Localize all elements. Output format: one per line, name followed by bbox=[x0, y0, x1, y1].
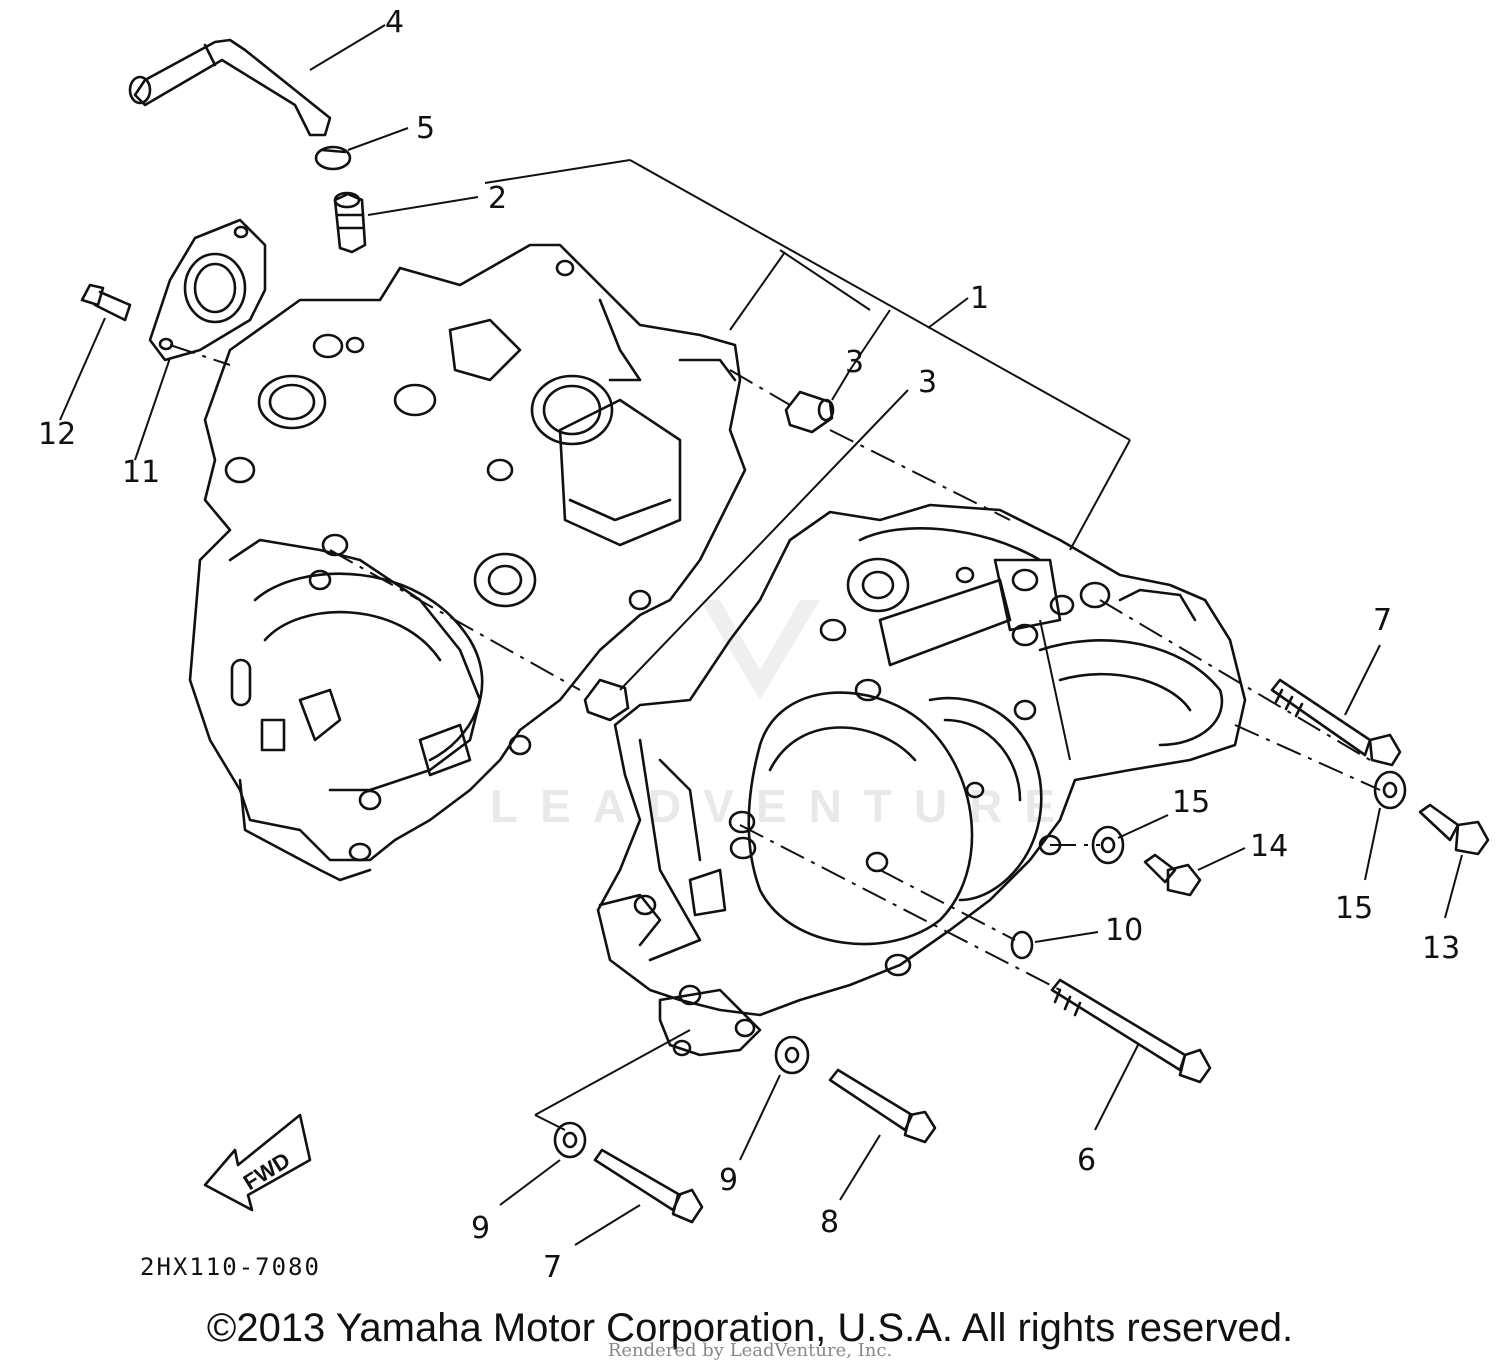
fwd-label: FWD bbox=[239, 1147, 295, 1195]
o-ring-10 bbox=[1010, 930, 1034, 960]
left-crankcase bbox=[188, 243, 747, 882]
bolt-8 bbox=[828, 1068, 937, 1144]
callout-14: 14 bbox=[1250, 829, 1288, 864]
callout-3-lower: 3 bbox=[918, 365, 937, 400]
callout-13: 13 bbox=[1422, 931, 1460, 966]
alignment-lines bbox=[169, 344, 1381, 991]
bolt-6 bbox=[1050, 978, 1212, 1084]
callout-6: 6 bbox=[1077, 1143, 1096, 1178]
breather-nipple bbox=[333, 191, 367, 254]
copyright-notice: ©2013 Yamaha Motor Corporation, U.S.A. A… bbox=[206, 1306, 1294, 1350]
bolt-7-left bbox=[593, 1148, 704, 1224]
watermark-text: LEADVENTURE bbox=[490, 780, 1077, 832]
dowel-pin-upper bbox=[784, 390, 835, 434]
callout-8: 8 bbox=[820, 1205, 839, 1240]
bolt-14 bbox=[1143, 853, 1202, 897]
washer-9-right bbox=[774, 1035, 810, 1075]
leader-lines bbox=[59, 24, 1463, 1246]
callout-15-right: 15 bbox=[1335, 891, 1373, 926]
bolt-7-right bbox=[1270, 678, 1402, 767]
hose-clamp bbox=[314, 145, 352, 171]
callout-9-right: 9 bbox=[719, 1163, 738, 1198]
bolt-12 bbox=[80, 283, 132, 322]
fwd-arrow bbox=[203, 1113, 312, 1212]
right-crankcase bbox=[596, 503, 1247, 1057]
callout-2: 2 bbox=[488, 181, 507, 216]
callout-7-left: 7 bbox=[543, 1250, 562, 1285]
breather-hose bbox=[128, 38, 332, 137]
callout-3-upper: 3 bbox=[845, 345, 864, 380]
gasket bbox=[148, 218, 267, 362]
callout-7-right: 7 bbox=[1373, 603, 1392, 638]
callout-labels: 1 2 3 3 4 5 6 7 7 8 9 9 10 11 12 13 14 1… bbox=[38, 5, 1460, 1285]
reference-code: 2HX110-7080 bbox=[140, 1253, 321, 1281]
callout-15-center: 15 bbox=[1172, 785, 1210, 820]
watermark: LEADVENTURE bbox=[490, 600, 1077, 832]
washer-15-right bbox=[1373, 770, 1407, 810]
callout-9-left: 9 bbox=[471, 1211, 490, 1246]
callout-10: 10 bbox=[1105, 913, 1143, 948]
dowel-pin-lower bbox=[583, 678, 630, 722]
callout-12: 12 bbox=[38, 417, 76, 452]
callout-4: 4 bbox=[385, 5, 404, 40]
callout-5: 5 bbox=[416, 111, 435, 146]
callout-11: 11 bbox=[122, 455, 160, 490]
rendered-by-watermark: Rendered by LeadVenture, Inc. bbox=[607, 1340, 893, 1361]
washer-15-center bbox=[1091, 825, 1125, 865]
bolt-13 bbox=[1418, 803, 1490, 856]
callout-1: 1 bbox=[970, 281, 989, 316]
washer-9-left bbox=[553, 1121, 587, 1159]
